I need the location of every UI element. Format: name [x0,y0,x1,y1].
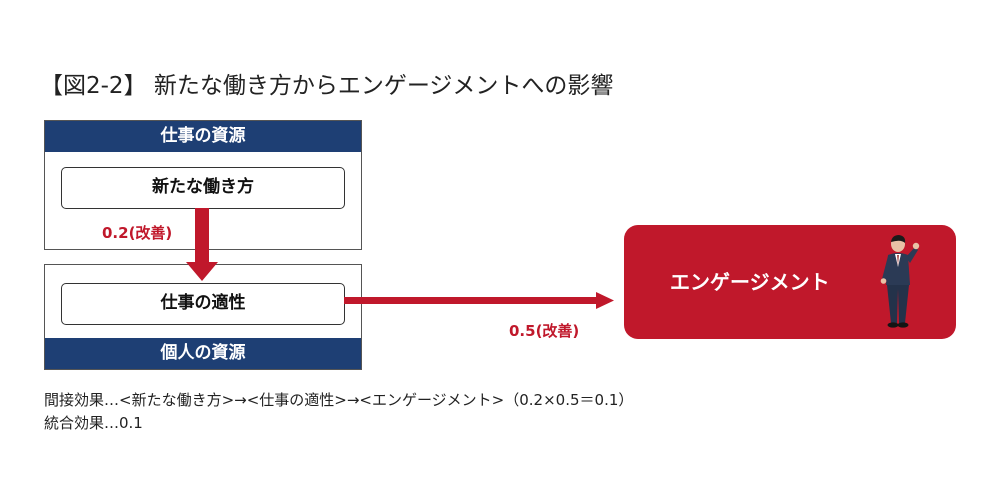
personal-resources-header: 個人の資源 [45,338,361,369]
edge-label-work-to-fit: 0.2(改善) [102,224,173,242]
arrow-fit-to-engagement [344,292,614,309]
arrow-work-to-fit [186,208,218,281]
total-effect-note: 統合効果…0.1 [44,414,143,432]
businessman-icon [880,235,920,328]
edge-label-fit-to-engagement: 0.5(改善) [509,322,580,340]
new-work-style-node: 新たな働き方 [61,167,345,209]
diagram-title: 【図2-2】 新たな働き方からエンゲージメントへの影響 [40,73,614,99]
job-resources-box: 仕事の資源 新たな働き方 [44,120,362,250]
job-fit-node: 仕事の適性 [61,283,345,325]
engagement-label: エンゲージメント [670,270,830,294]
personal-resources-box: 仕事の適性 個人の資源 [44,264,362,370]
job-resources-header: 仕事の資源 [45,121,361,152]
engagement-node: エンゲージメント [624,225,956,339]
indirect-effect-note: 間接効果…<新たな働き方>→<仕事の適性>→<エンゲージメント>（0.2×0.5… [44,391,634,409]
